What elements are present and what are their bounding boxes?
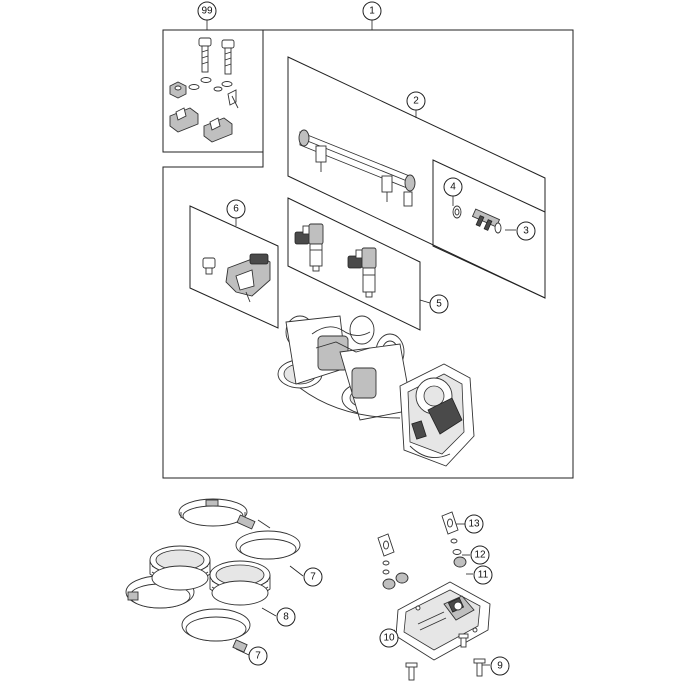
frame-injector-fitting <box>432 159 546 299</box>
ecu-module-part <box>395 581 491 661</box>
spring-clip-icon <box>227 89 239 109</box>
callout-7-upper: 7 <box>303 567 323 587</box>
bracket-clip-icon <box>169 107 199 133</box>
throttle-body-part <box>277 315 475 467</box>
svg-text:2: 2 <box>413 96 419 107</box>
svg-text:8: 8 <box>283 612 289 623</box>
o-ring-part <box>452 205 462 219</box>
map-sensor-part <box>202 253 271 303</box>
callout-6: 6 <box>226 199 246 219</box>
intake-boot-part <box>149 545 211 591</box>
callout-7-lower: 7 <box>248 646 268 666</box>
callout-11: 11 <box>473 565 493 585</box>
callout-8: 8 <box>276 607 296 627</box>
svg-text:3: 3 <box>523 226 529 237</box>
callout-12: 12 <box>470 545 490 565</box>
nut-icon <box>169 81 187 99</box>
callout-9: 9 <box>490 656 510 676</box>
svg-text:6: 6 <box>233 204 239 215</box>
svg-text:11: 11 <box>478 570 489 581</box>
grommet-part <box>382 560 409 590</box>
callouts: 99 1 2 4 3 6 5 7 <box>197 1 536 676</box>
intake-boot-part <box>209 560 271 606</box>
hose-clamp-part <box>178 498 248 527</box>
hose-clamp-part <box>181 608 251 653</box>
group-frames <box>162 29 574 479</box>
callout-1: 1 <box>362 1 382 21</box>
svg-text:1: 1 <box>369 6 375 17</box>
svg-text:13: 13 <box>468 519 480 530</box>
frame-screw-kit <box>162 29 264 153</box>
screw-icon <box>221 39 235 75</box>
fuel-rail-part <box>298 129 416 207</box>
callout-10: 10 <box>379 628 399 648</box>
callout-2: 2 <box>406 91 426 111</box>
grommet-part <box>450 538 467 568</box>
fuel-injector-part <box>294 223 324 272</box>
svg-text:5: 5 <box>436 299 442 310</box>
washer-icon <box>188 84 223 92</box>
screw-icon <box>473 658 486 677</box>
callout-5: 5 <box>429 294 449 314</box>
frame-throttle-body-assembly <box>162 29 574 479</box>
ecu-bracket-part <box>441 511 459 535</box>
svg-text:7: 7 <box>255 651 261 662</box>
injector-fitting-part <box>471 208 502 234</box>
svg-text:4: 4 <box>450 182 456 193</box>
svg-text:10: 10 <box>383 633 395 644</box>
svg-text:9: 9 <box>497 661 503 672</box>
fuel-injector-part <box>347 247 377 298</box>
callout-99: 99 <box>197 1 217 21</box>
frame-map-sensor <box>189 205 279 329</box>
frame-injectors <box>287 197 421 331</box>
washer-icon <box>200 77 233 87</box>
bracket-clip-icon <box>203 117 233 143</box>
callout-3: 3 <box>516 221 536 241</box>
screw-icon <box>458 633 469 648</box>
svg-text:99: 99 <box>201 6 213 17</box>
ecu-bracket-part <box>377 533 395 557</box>
svg-text:7: 7 <box>310 572 316 583</box>
callout-4: 4 <box>443 177 463 197</box>
callout-13: 13 <box>464 514 484 534</box>
screw-icon <box>198 37 212 73</box>
svg-text:12: 12 <box>474 550 486 561</box>
screw-kit-parts <box>169 37 239 143</box>
hose-clamp-part <box>235 514 301 560</box>
screw-icon <box>405 662 418 681</box>
